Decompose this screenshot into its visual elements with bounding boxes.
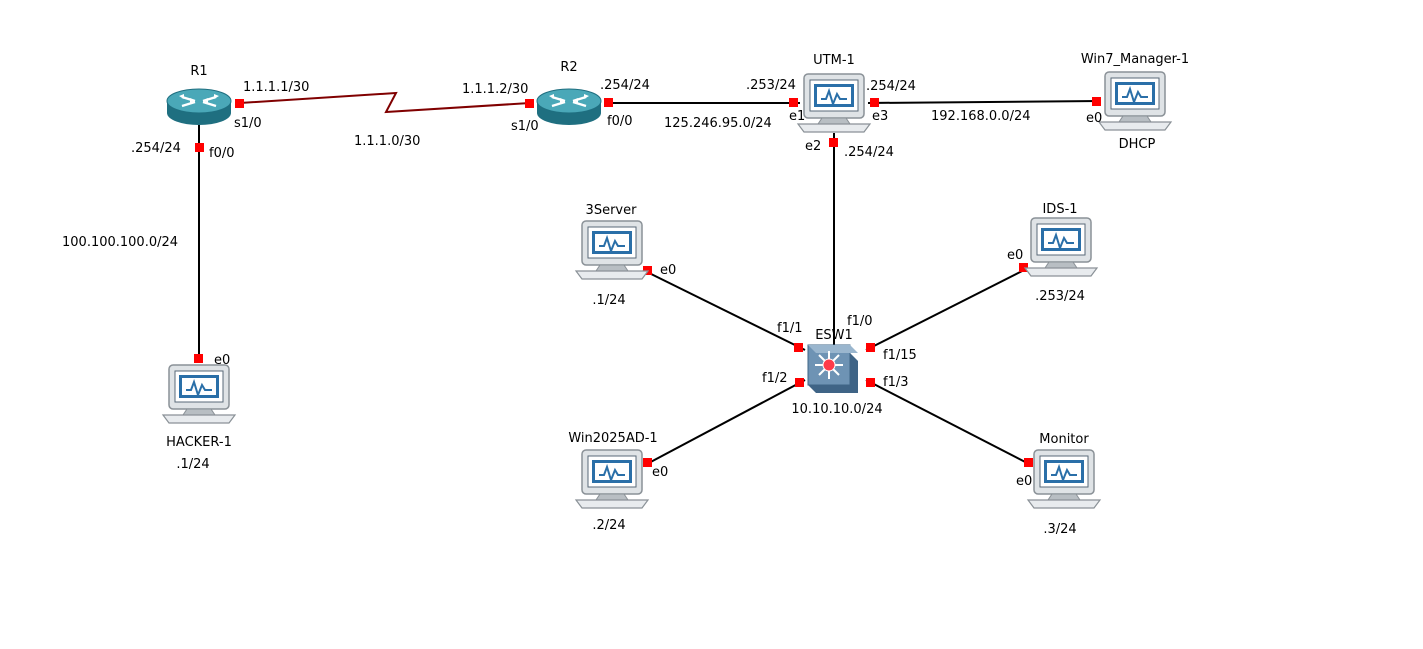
computer-icon (575, 449, 649, 509)
port-label: e0 (1016, 474, 1032, 489)
device-label-ids: IDS-1 (1042, 202, 1077, 217)
ip-label-server3: .1/24 (592, 293, 625, 308)
device-label-monitor: Monitor (1039, 432, 1089, 447)
port-label: e0 (1007, 248, 1023, 263)
device-label-esw: ESW1 (815, 328, 853, 343)
port-label: f1/1 (777, 321, 803, 336)
port-label: s1/0 (234, 116, 262, 131)
computer-icon (575, 220, 649, 280)
ip-label: .253/24 (746, 78, 796, 93)
labels-utm-esw: e2 .254/24 f1/0 (805, 139, 894, 329)
device-label-server3: 3Server (586, 203, 638, 218)
router-icon (165, 87, 233, 127)
port-esw-f1-3[interactable] (866, 378, 875, 387)
ip-label: .254/24 (844, 145, 894, 160)
port-r2-s1-0[interactable] (525, 99, 534, 108)
port-markers (194, 97, 1101, 467)
ip-label: .254/24 (131, 141, 181, 156)
router-icon (535, 87, 603, 127)
port-hacker-e0[interactable] (194, 354, 203, 363)
subnet-label: 192.168.0.0/24 (931, 109, 1031, 124)
dhcp-note: DHCP (1119, 137, 1156, 152)
labels-esw-ids: f1/15 e0 (883, 248, 1023, 363)
device-label-r2: R2 (560, 60, 577, 75)
port-win7-e0[interactable] (1092, 97, 1101, 106)
port-label: e1 (789, 109, 805, 124)
port-label: e3 (872, 109, 888, 124)
pc-win2025ad-1[interactable]: Win2025AD-1 .2/24 (568, 431, 657, 533)
port-utm-e2[interactable] (829, 138, 838, 147)
link-esw-server3 (642, 269, 806, 351)
ip-label-monitor: .3/24 (1043, 522, 1076, 537)
ip-label-ids: .253/24 (1035, 289, 1085, 304)
port-esw-f1-15[interactable] (866, 343, 875, 352)
link-esw-win2025 (644, 379, 806, 466)
labels-utm-win7: .254/24 e3 e0 192.168.0.0/24 (866, 79, 1102, 126)
link-r1-r2 (239, 91, 531, 114)
port-label: e0 (652, 465, 668, 480)
port-label: f1/0 (847, 314, 873, 329)
device-label-hacker: HACKER-1 (166, 435, 232, 450)
port-label: e0 (660, 263, 676, 278)
ip-label: 1.1.1.1/30 (243, 80, 309, 95)
labels-esw-win2025: f1/2 e0 (652, 371, 788, 480)
device-label-r1: R1 (190, 64, 207, 79)
computer-icon (162, 364, 236, 424)
device-label-win2025: Win2025AD-1 (568, 431, 657, 446)
port-monitor-e0[interactable] (1024, 458, 1033, 467)
port-utm-e3[interactable] (870, 98, 879, 107)
subnet-label: 100.100.100.0/24 (62, 235, 178, 250)
subnet-label-esw: 10.10.10.0/24 (791, 402, 882, 417)
subnet-label: 125.246.95.0/24 (664, 116, 772, 131)
port-label: f1/2 (762, 371, 788, 386)
ip-label: .254/24 (866, 79, 916, 94)
computer-icon (1024, 217, 1098, 277)
labels-esw-server3: f1/1 e0 (660, 263, 803, 336)
pc-ids-1[interactable]: IDS-1 .253/24 (1024, 202, 1098, 304)
device-label-win7: Win7_Manager-1 (1081, 52, 1189, 67)
labels-r1-r2: 1.1.1.1/30 s1/0 1.1.1.2/30 s1/0 1.1.1.0/… (234, 80, 539, 149)
ip-label: 1.1.1.2/30 (462, 82, 528, 97)
link-esw-monitor (865, 379, 1032, 466)
port-utm-e1[interactable] (789, 98, 798, 107)
port-label: e2 (805, 139, 821, 154)
firewall-utm-1[interactable]: UTM-1 (797, 53, 871, 133)
port-label: e0 (1086, 111, 1102, 126)
labels-r2-utm: .254/24 f0/0 .253/24 e1 125.246.95.0/24 (600, 78, 805, 131)
port-r2-f0-0[interactable] (604, 98, 613, 107)
port-r1-f0-0[interactable] (195, 143, 204, 152)
labels-esw-monitor: f1/3 e0 (883, 375, 1032, 489)
port-label: s1/0 (511, 119, 539, 134)
switch-icon (807, 344, 859, 394)
port-ids-e0[interactable] (1019, 263, 1028, 272)
router-r1[interactable]: R1 (165, 64, 233, 127)
switch-esw1[interactable]: ESW1 10.10.10.0/24 (791, 328, 882, 417)
link-esw-ids (865, 267, 1029, 351)
link-utm-win7 (867, 100, 1101, 104)
ip-label-win2025: .2/24 (592, 518, 625, 533)
port-esw-f1-1[interactable] (794, 343, 803, 352)
device-label-utm: UTM-1 (813, 53, 855, 68)
pc-3server[interactable]: 3Server .1/24 (575, 203, 649, 308)
port-label: f0/0 (209, 146, 235, 161)
port-r1-s1-0[interactable] (235, 99, 244, 108)
router-r2[interactable]: R2 (535, 60, 603, 127)
labels-r1-hacker: .254/24 f0/0 e0 100.100.100.0/24 (62, 141, 235, 368)
computer-icon (1027, 449, 1101, 509)
pc-win7-manager-1[interactable]: Win7_Manager-1 DHCP (1081, 52, 1189, 152)
port-label: f1/15 (883, 348, 917, 363)
pc-monitor[interactable]: Monitor .3/24 (1027, 432, 1101, 537)
computer-icon (797, 73, 871, 133)
port-label: f1/3 (883, 375, 909, 390)
pc-hacker-1[interactable]: HACKER-1 .1/24 (162, 364, 236, 472)
subnet-label: 1.1.1.0/30 (354, 134, 420, 149)
computer-icon (1098, 71, 1172, 131)
port-esw-f1-2[interactable] (795, 378, 804, 387)
port-label: f0/0 (607, 114, 633, 129)
port-win2025-e0[interactable] (643, 458, 652, 467)
ip-label: .254/24 (600, 78, 650, 93)
ip-label-hacker: .1/24 (176, 457, 209, 472)
port-label: e0 (214, 353, 230, 368)
